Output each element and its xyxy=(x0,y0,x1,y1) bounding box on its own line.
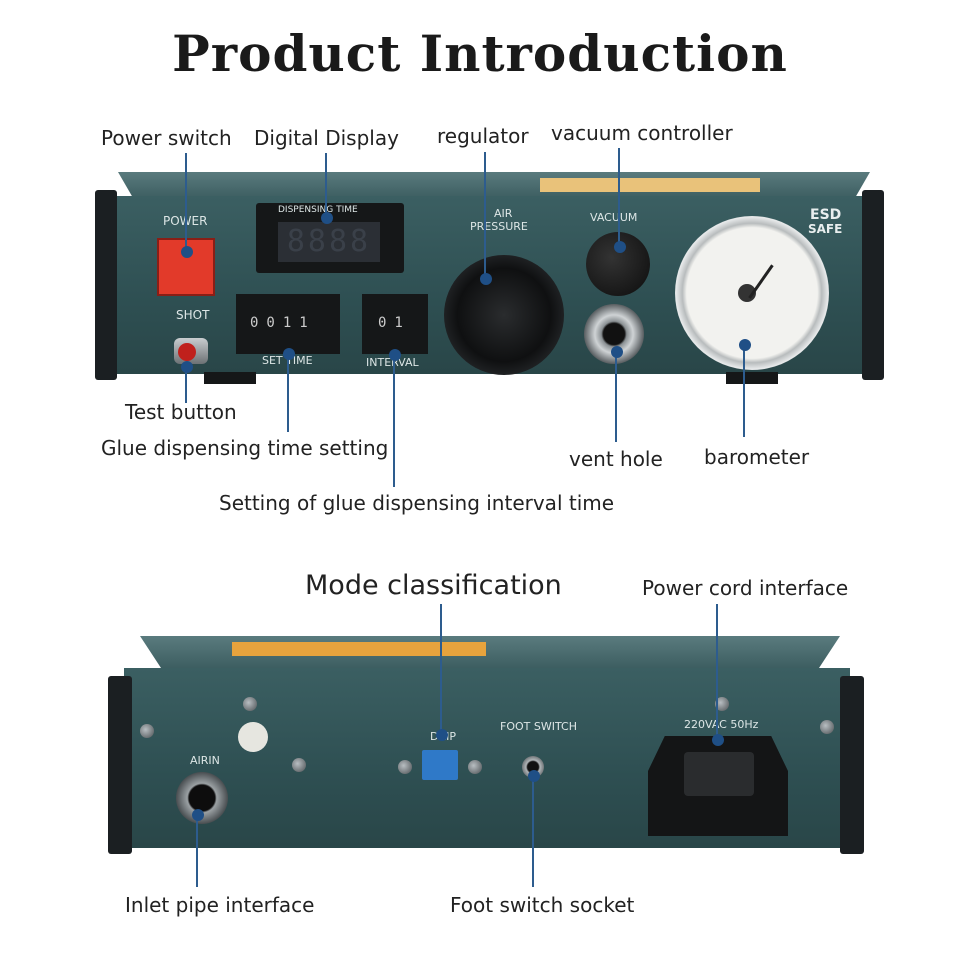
screw-icon xyxy=(243,697,257,711)
interval-block xyxy=(362,294,428,354)
leader-regulator xyxy=(484,152,486,279)
voltage-text: 220VAC 50Hz xyxy=(684,718,759,731)
air-text: AIR xyxy=(494,207,513,220)
power-switch[interactable] xyxy=(157,238,215,296)
dot-vent-hole xyxy=(611,346,623,358)
dot-glue-time xyxy=(283,348,295,360)
front-foot-left xyxy=(204,372,256,384)
label-foot-socket: Foot switch socket xyxy=(450,893,635,917)
leader-vent-hole xyxy=(615,352,617,442)
label-regulator: regulator xyxy=(437,124,529,148)
back-left-cap xyxy=(108,676,132,854)
label-interval-time: Setting of glue dispensing interval time xyxy=(219,491,615,515)
foot-switch-text: FOOT SWITCH xyxy=(500,720,577,733)
power-socket-inner xyxy=(684,752,754,796)
label-barometer: barometer xyxy=(704,445,810,469)
label-inlet: Inlet pipe interface xyxy=(125,893,315,917)
leader-inlet xyxy=(196,815,198,887)
dot-vacuum-controller xyxy=(614,241,626,253)
safe-text: SAFE xyxy=(808,222,843,236)
label-mode-classification: Mode classification xyxy=(305,570,562,601)
drip-mode-switch[interactable] xyxy=(422,750,458,780)
label-vent-hole: vent hole xyxy=(569,447,663,471)
page-title: Product Introduction xyxy=(172,24,788,83)
leader-digital-display xyxy=(325,153,327,219)
label-vacuum-controller: vacuum controller xyxy=(551,121,733,145)
screw-icon xyxy=(140,724,154,738)
back-sticker xyxy=(232,642,486,656)
interval-switch[interactable]: 01 xyxy=(378,315,411,331)
leader-foot-socket xyxy=(532,776,534,887)
screw-icon xyxy=(292,758,306,772)
airin-text: AIRIN xyxy=(190,754,220,767)
pressure-text: PRESSURE xyxy=(470,220,528,233)
set-time-switch[interactable]: 0011 xyxy=(250,315,316,331)
label-power-switch: Power switch xyxy=(101,126,232,150)
label-digital-display: Digital Display xyxy=(254,126,399,150)
dot-foot-socket xyxy=(528,770,540,782)
dot-power-switch xyxy=(181,246,193,258)
regulator-knob[interactable] xyxy=(444,255,564,375)
test-button[interactable] xyxy=(178,343,196,361)
screw-icon xyxy=(398,760,412,774)
screw-icon xyxy=(468,760,482,774)
label-test-button: Test button xyxy=(125,400,237,424)
leader-test-button xyxy=(185,367,187,403)
leader-power-switch xyxy=(185,153,187,253)
dot-regulator xyxy=(480,273,492,285)
screw-icon xyxy=(820,720,834,734)
leader-barometer xyxy=(743,345,745,437)
dot-power-cord xyxy=(712,734,724,746)
leader-power-cord xyxy=(716,604,718,740)
dot-interval-time xyxy=(389,349,401,361)
qc-sticker xyxy=(238,722,268,752)
label-glue-time: Glue dispensing time setting xyxy=(101,436,389,460)
dispensing-time-text: DISPENSING TIME xyxy=(278,205,358,215)
dot-test-button xyxy=(181,361,193,373)
leader-glue-time xyxy=(287,354,289,432)
front-left-cap xyxy=(95,190,117,380)
leader-interval-time xyxy=(393,355,395,487)
set-time-block xyxy=(236,294,340,354)
leader-vacuum-controller xyxy=(618,148,620,247)
label-power-cord: Power cord interface xyxy=(642,576,849,600)
screw-icon xyxy=(715,697,729,711)
esd-text: ESD xyxy=(810,207,842,223)
dot-digital-display xyxy=(321,212,333,224)
vacuum-text: VACUUM xyxy=(590,211,638,224)
back-right-cap xyxy=(840,676,864,854)
front-foot-right xyxy=(726,372,778,384)
dot-mode-classification xyxy=(436,729,448,741)
dot-barometer xyxy=(739,339,751,351)
dot-inlet xyxy=(192,809,204,821)
interval-text: INTERVAL xyxy=(366,356,419,369)
warning-sticker xyxy=(540,178,760,192)
front-right-cap xyxy=(862,190,884,380)
shot-text: SHOT xyxy=(176,308,210,322)
leader-mode-classification xyxy=(440,604,442,735)
digital-display: 8888 xyxy=(278,222,380,262)
